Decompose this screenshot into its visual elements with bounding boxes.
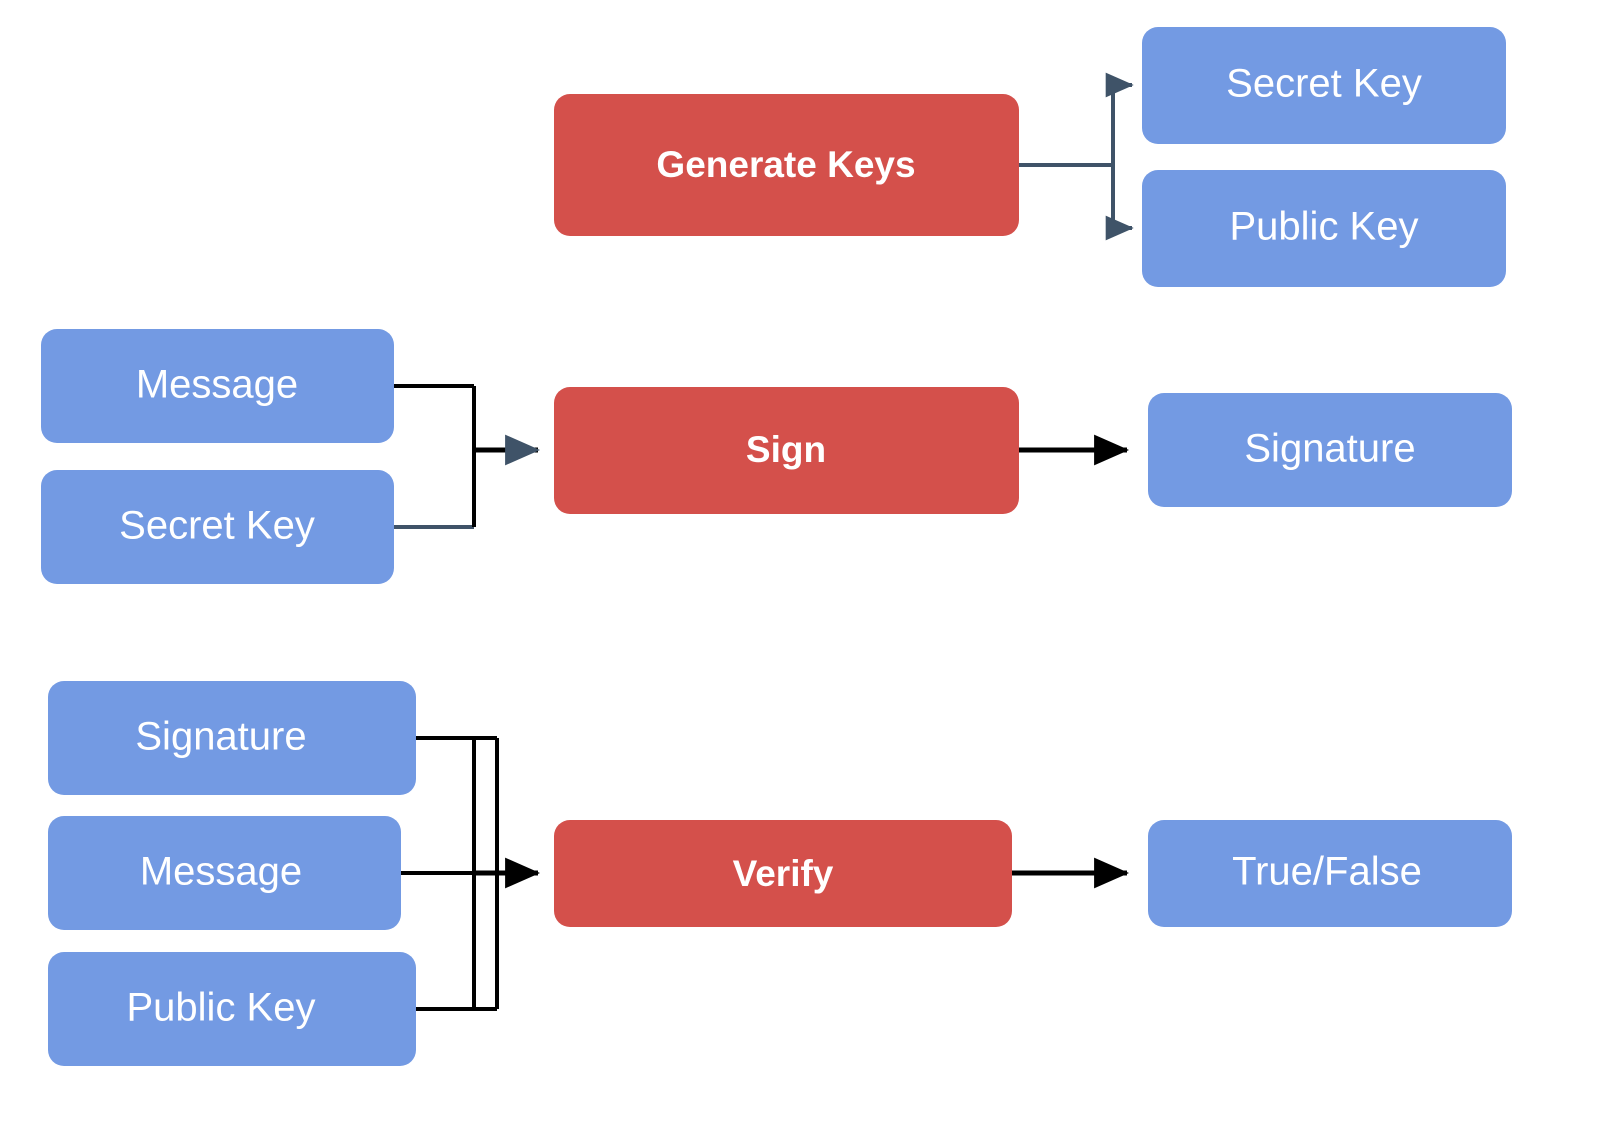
node-verify-out-result-label: True/False <box>1232 850 1422 894</box>
node-verify-in-message-label: Message <box>140 850 302 894</box>
node-sign-out-signature[interactable]: Signature <box>1148 393 1512 507</box>
node-verify-in-public-key[interactable]: Public Key <box>48 952 416 1066</box>
node-sign-out-signature-label: Signature <box>1244 427 1415 471</box>
node-gen-public-key[interactable]: Public Key <box>1142 170 1506 287</box>
node-verify-label: Verify <box>733 853 834 894</box>
node-gen-secret-key-label: Secret Key <box>1226 62 1422 106</box>
node-generate-keys[interactable]: Generate Keys <box>554 94 1019 236</box>
node-sign-label: Sign <box>746 429 826 470</box>
node-verify-in-public-key-label: Public Key <box>127 986 316 1030</box>
node-sign-in-secret-key[interactable]: Secret Key <box>41 470 394 584</box>
node-verify-in-public-key-shape <box>48 952 416 1066</box>
node-gen-secret-key[interactable]: Secret Key <box>1142 27 1506 144</box>
node-verify-in-message[interactable]: Message <box>48 816 401 930</box>
node-verify-in-message-shape <box>48 816 401 930</box>
node-sign-in-message[interactable]: Message <box>41 329 394 443</box>
node-sign-in-message-label: Message <box>136 363 298 407</box>
node-verify-in-signature-label: Signature <box>135 715 306 759</box>
node-sign-in-secret-key-label: Secret Key <box>119 504 315 548</box>
node-verify-in-signature[interactable]: Signature <box>48 681 416 795</box>
node-verify-out-result-shape <box>1148 820 1512 927</box>
node-generate-keys-label: Generate Keys <box>656 144 915 185</box>
node-sign-in-secret-key-shape <box>41 470 394 584</box>
node-verify-in-signature-shape <box>48 681 416 795</box>
node-sign[interactable]: Sign <box>554 387 1019 514</box>
node-gen-public-key-label: Public Key <box>1230 205 1419 249</box>
node-gen-public-key-shape <box>1142 170 1506 287</box>
node-verify[interactable]: Verify <box>554 820 1012 927</box>
node-generate-keys-shape <box>554 94 1019 236</box>
node-sign-in-message-shape <box>41 329 394 443</box>
node-sign-shape <box>554 387 1019 514</box>
node-verify-out-result[interactable]: True/False <box>1148 820 1512 927</box>
node-verify-shape <box>554 820 1012 927</box>
node-sign-out-signature-shape <box>1148 393 1512 507</box>
node-gen-secret-key-shape <box>1142 27 1506 144</box>
